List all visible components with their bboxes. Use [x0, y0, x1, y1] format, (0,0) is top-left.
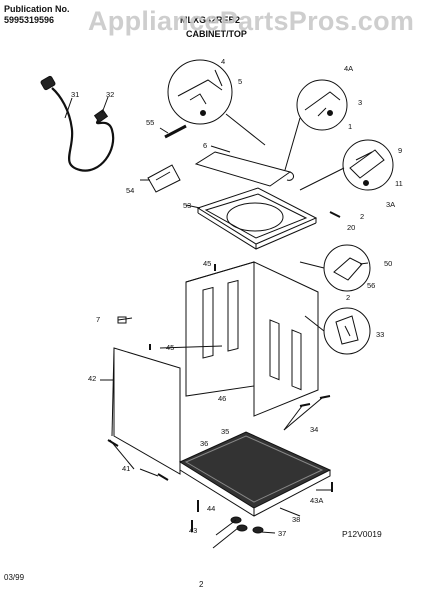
footer-date: 03/99	[4, 573, 25, 582]
diagram-code: P12V0019	[342, 529, 382, 539]
label-44: 44	[207, 504, 215, 513]
label-41: 41	[122, 464, 130, 473]
label-4a: 4A	[344, 64, 353, 73]
label-31: 31	[71, 90, 79, 99]
power-cord	[51, 87, 115, 172]
label-43: 43	[189, 526, 197, 535]
label-11: 11	[395, 179, 403, 188]
detail-circle-top-left	[167, 59, 233, 125]
page-number: 2	[199, 580, 204, 589]
watermark: AppliancePartsPros.com	[88, 6, 415, 36]
label-54: 54	[126, 186, 134, 195]
label-56: 56	[367, 281, 375, 290]
model-number: MLXG42REB2	[180, 15, 241, 25]
label-45-top: 45	[203, 259, 211, 268]
label-33: 33	[376, 330, 384, 339]
label-38: 38	[292, 515, 300, 524]
label-36: 36	[200, 439, 208, 448]
label-46: 46	[218, 394, 226, 403]
detail-circle-top-right	[296, 79, 348, 131]
publication-number: 5995319596	[4, 15, 55, 25]
label-42: 42	[88, 374, 96, 383]
label-4: 4	[221, 57, 225, 66]
label-9: 9	[398, 146, 402, 155]
label-2-mid: 2	[346, 293, 350, 302]
cabinet-left-panel	[185, 261, 255, 397]
label-53: 53	[183, 201, 191, 210]
power-cord-inset	[40, 75, 128, 182]
label-55: 55	[146, 118, 154, 127]
label-20: 20	[347, 223, 355, 232]
label-45-mid: 45	[166, 343, 174, 352]
label-34: 34	[310, 425, 318, 434]
publication-label: Publication No.	[4, 4, 70, 14]
part-labels: 4 5 4A 3 1 31 32 55 6 9 11 3A 54 53 2 20…	[71, 57, 403, 538]
detail-circle-latch	[323, 244, 371, 292]
label-1: 1	[348, 122, 352, 131]
label-6: 6	[203, 141, 207, 150]
label-43a: 43A	[310, 496, 323, 505]
cabinet-back-panel	[253, 261, 319, 417]
label-3: 3	[358, 98, 362, 107]
section-title: CABINET/TOP	[186, 29, 247, 39]
label-35: 35	[221, 427, 229, 436]
front-panel	[113, 347, 181, 475]
lid	[194, 151, 292, 187]
label-37: 37	[278, 529, 286, 538]
label-32: 32	[106, 90, 114, 99]
label-3a: 3A	[386, 200, 395, 209]
label-5: 5	[238, 77, 242, 86]
label-50: 50	[384, 259, 392, 268]
detail-circle-lid-switch	[342, 139, 394, 191]
label-2-top: 2	[360, 212, 364, 221]
label-7: 7	[96, 315, 100, 324]
